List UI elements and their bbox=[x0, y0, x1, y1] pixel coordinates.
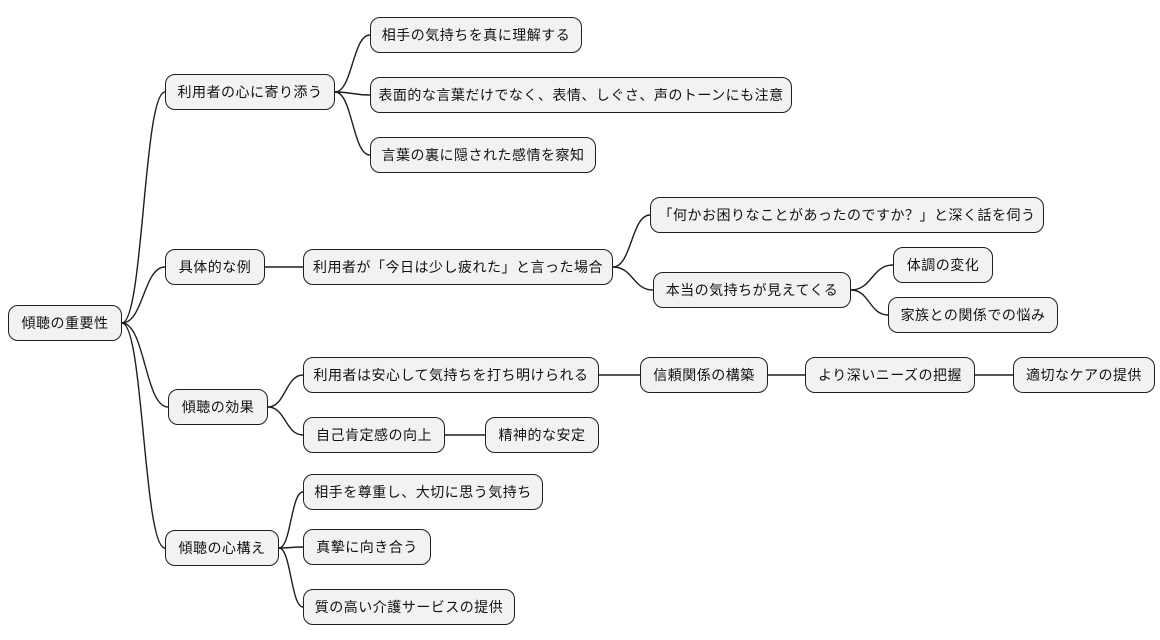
node-trust-building[interactable]: 信頼関係の構築 bbox=[640, 357, 768, 393]
node-hidden-emotion[interactable]: 言葉の裏に隠された感情を察知 bbox=[370, 137, 596, 173]
edge-empathize-understand bbox=[334, 34, 371, 93]
node-self-esteem[interactable]: 自己肯定感の向上 bbox=[303, 417, 445, 453]
edge-effect-selfesteem bbox=[267, 406, 304, 436]
edge-root-example bbox=[121, 266, 166, 324]
node-understand-feelings[interactable]: 相手の気持ちを真に理解する bbox=[370, 17, 582, 53]
node-effect[interactable]: 傾聴の効果 bbox=[168, 389, 268, 425]
node-deeper-needs[interactable]: より深いニーズの把握 bbox=[805, 357, 975, 393]
node-surface-words[interactable]: 表面的な言葉だけでなく、表情、しぐさ、声のトーンにも注意 bbox=[370, 77, 792, 113]
node-health-change[interactable]: 体調の変化 bbox=[893, 247, 993, 283]
node-tired-case[interactable]: 利用者が「今日は少し疲れた」と言った場合 bbox=[303, 249, 613, 285]
node-family-worries[interactable]: 家族との関係での悩み bbox=[888, 297, 1058, 333]
edge-attitude-sincere bbox=[278, 546, 304, 549]
edge-truefeelings-family bbox=[850, 289, 889, 316]
node-mental-stability[interactable]: 精神的な安定 bbox=[485, 417, 599, 453]
edge-root-attitude bbox=[121, 322, 166, 549]
edge-effect-openup bbox=[267, 374, 304, 408]
node-quality-service[interactable]: 質の高い介護サービスの提供 bbox=[303, 589, 515, 625]
node-root[interactable]: 傾聴の重要性 bbox=[8, 305, 122, 341]
node-sincerity[interactable]: 真摯に向き合う bbox=[303, 529, 431, 565]
edge-tired-truefeelings bbox=[612, 266, 654, 291]
edge-root-empathize bbox=[121, 91, 166, 324]
node-example[interactable]: 具体的な例 bbox=[165, 249, 265, 285]
node-empathize[interactable]: 利用者の心に寄り添う bbox=[165, 74, 335, 110]
node-appropriate-care[interactable]: 適切なケアの提供 bbox=[1013, 357, 1155, 393]
edge-root-effect bbox=[121, 322, 169, 408]
edge-empathize-surface bbox=[334, 91, 371, 96]
edge-attitude-respect bbox=[278, 491, 304, 549]
node-ask-deeper[interactable]: 「何かお困りなことがあったのですか？」と深く話を伺う bbox=[650, 197, 1044, 233]
node-true-feelings[interactable]: 本当の気持ちが見えてくる bbox=[653, 272, 851, 308]
node-attitude[interactable]: 傾聴の心構え bbox=[165, 530, 279, 566]
edge-attitude-quality bbox=[278, 547, 304, 608]
node-respect[interactable]: 相手を尊重し、大切に思う気持ち bbox=[303, 474, 543, 510]
edge-tired-ask bbox=[612, 214, 651, 268]
edge-truefeelings-health bbox=[850, 264, 894, 291]
node-open-up[interactable]: 利用者は安心して気持ちを打ち明けられる bbox=[303, 357, 599, 393]
edge-empathize-hidden bbox=[334, 91, 371, 156]
